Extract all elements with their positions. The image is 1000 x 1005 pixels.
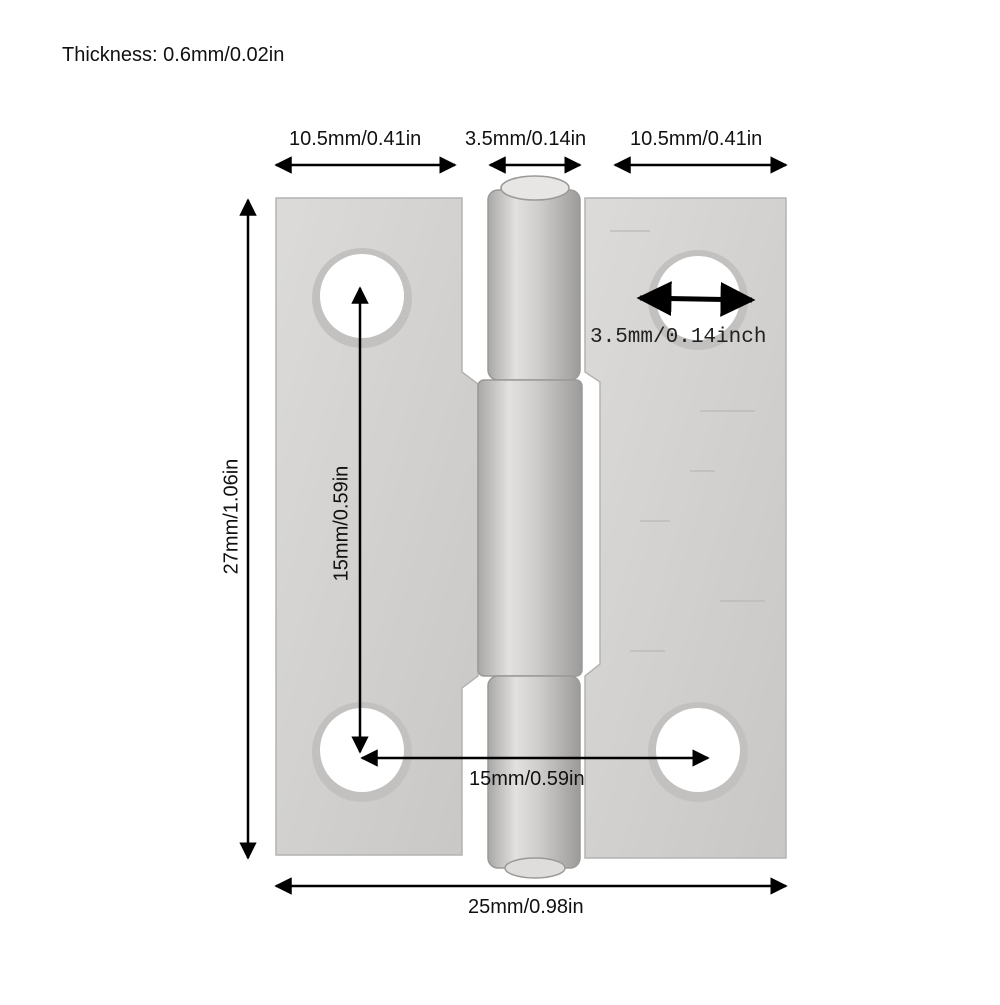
- arrow-hole-diameter: [636, 281, 756, 317]
- right-leaf-width-label: 10.5mm/0.41in: [630, 128, 763, 150]
- pin-bottom: [504, 857, 566, 879]
- knuckle-width-label: 3.5mm/0.14in: [465, 128, 587, 150]
- hole-diameter-label: 3.5mm/0.14inch: [590, 326, 767, 349]
- hole-spacing-vertical-label: 15mm/0.59in: [330, 465, 353, 582]
- left-leaf-width-label: 10.5mm/0.41in: [289, 128, 422, 150]
- leaf-texture: [610, 230, 765, 652]
- left-leaf: [275, 197, 479, 856]
- thickness-label: Thickness: 0.6mm/0.02in: [62, 44, 285, 66]
- dimension-arrows: [239, 156, 788, 895]
- right-leaf: [584, 197, 787, 859]
- pin-top: [500, 175, 570, 201]
- overall-height-label: 27mm/1.06in: [220, 458, 243, 575]
- overall-width-label: 25mm/0.98in: [468, 896, 584, 918]
- knuckle-middle: [477, 379, 583, 677]
- mounting-holes: [312, 248, 748, 802]
- knuckle-top: [487, 189, 581, 381]
- hole-spacing-horizontal-label: 15mm/0.59in: [469, 768, 585, 790]
